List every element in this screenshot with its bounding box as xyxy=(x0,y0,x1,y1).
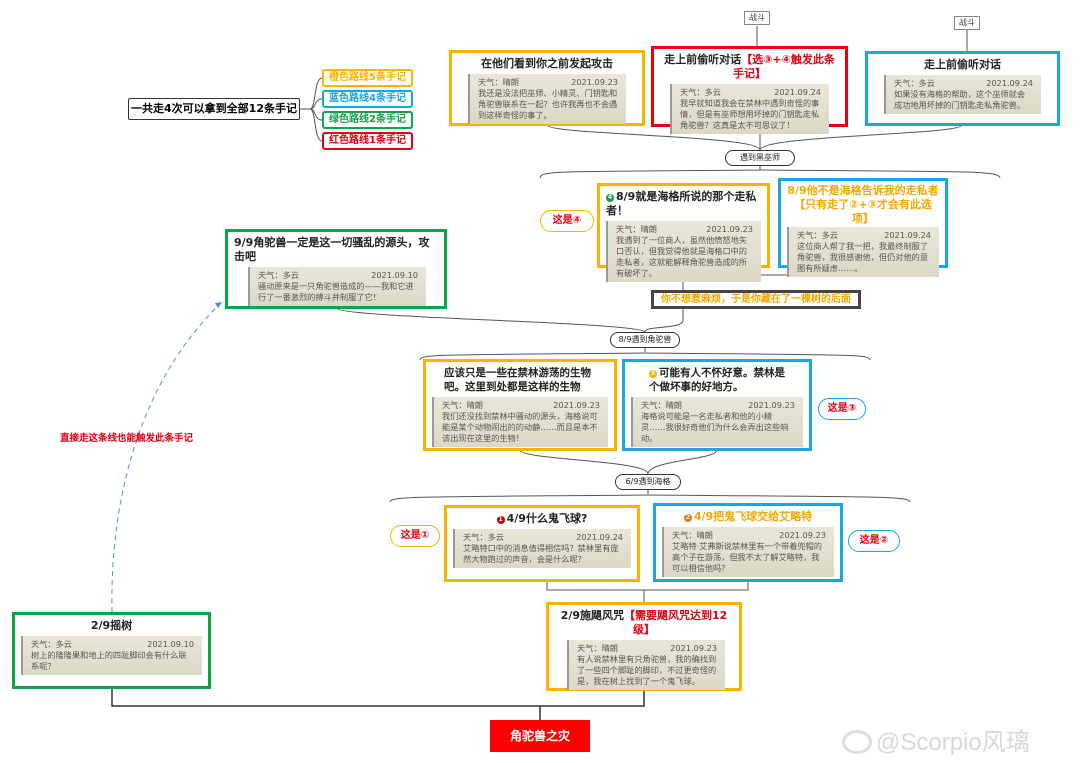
card-title: 在他们看到你之前发起攻击 xyxy=(481,57,613,70)
card-title: 应该只是一些在禁林游荡的生物吧。这里到处都是这样的生物 xyxy=(444,367,591,393)
legend-blue: 蓝色路线4条手记 xyxy=(322,90,413,108)
legend-red: 红色路线1条手记 xyxy=(322,132,413,150)
hide-box: 你不想惹麻烦，于是你藏在了一棵树的后面 xyxy=(651,290,861,309)
card-title: 8/9他不是海格告诉我的走私者【只有走了②+③才会有此选项】 xyxy=(787,184,939,225)
bubble-4: 这是④ xyxy=(540,210,594,232)
shortcut-arrow xyxy=(111,301,223,613)
weibo-icon xyxy=(842,730,872,754)
battle-tag: 战斗 xyxy=(744,11,770,25)
shortcut-note: 直接走这条线也能触发此条手记 xyxy=(60,433,194,444)
card-title: 走上前偷听对话 xyxy=(924,58,1001,71)
card-title: 9/9角驼兽一定是这一切骚乱的源头，攻击吧 xyxy=(234,236,430,263)
marker-icon: 3 xyxy=(649,370,657,378)
bubble-3: 这是③ xyxy=(818,398,866,420)
battle-tag: 战斗 xyxy=(954,16,980,30)
final-node: 角驼兽之灾 xyxy=(490,720,590,752)
watermark: @Scorpio风璃 xyxy=(842,722,1030,757)
card-title: 走上前偷听对话【选③+④触发此条手记】 xyxy=(664,53,835,80)
card-title: 2/9摇树 xyxy=(90,619,133,632)
node-unicorn: 8/9遇到角驼兽 xyxy=(610,332,680,348)
node-hagrid: 6/9遇到海格 xyxy=(615,474,681,490)
marker-icon: 2 xyxy=(683,514,692,522)
summary-box: 一共走4次可以拿到全部12条手记 xyxy=(128,98,300,120)
marker-icon: 4 xyxy=(606,194,614,202)
node-dark-wizard: 遇到黑巫师 xyxy=(725,150,795,166)
legend-green: 绿色路线2条手记 xyxy=(322,111,413,129)
marker-icon: 1 xyxy=(496,516,505,524)
card-title: 2/9施飓风咒【需要飓风咒达到12级】 xyxy=(560,609,728,636)
bubble-1: 这是① xyxy=(390,525,440,547)
legend-orange: 橙色路线5条手记 xyxy=(322,69,413,87)
bubble-2: 这是② xyxy=(848,530,900,552)
